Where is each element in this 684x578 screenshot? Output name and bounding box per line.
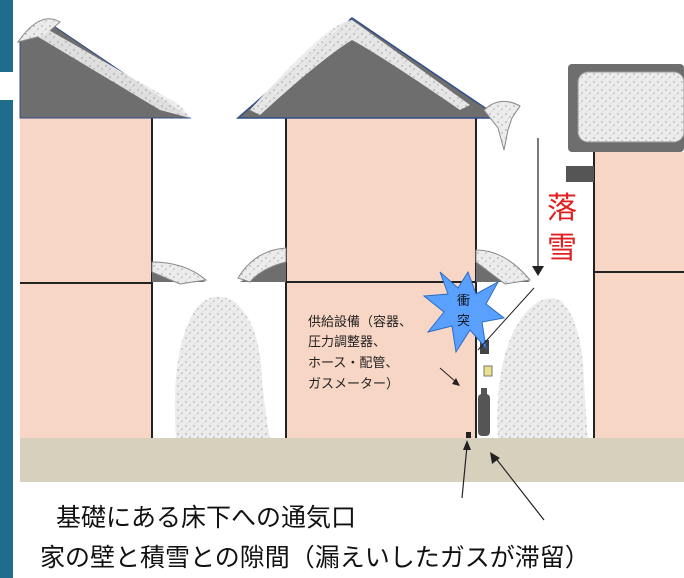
snow-pile-right — [497, 298, 588, 438]
floor-vent — [466, 432, 471, 438]
gap-caption: 家の壁と積雪との隙間（漏えいしたガスが滞留） — [40, 543, 590, 572]
gap-pointer — [490, 452, 545, 521]
middle-house — [236, 17, 531, 438]
left-house — [16, 18, 208, 438]
equipment-note-3: ホース・配管、 — [308, 356, 398, 371]
impact-label-1: 衝 — [457, 294, 470, 309]
impact-burst — [422, 270, 506, 354]
gas-cylinder — [478, 394, 490, 436]
vent-pointer — [461, 440, 471, 499]
right-building — [566, 64, 684, 438]
equipment-note-1: 供給設備（容器、 — [308, 314, 412, 330]
falling-snow-label-1: 落 — [547, 191, 577, 226]
snow-pile-left — [174, 296, 270, 438]
pressure-regulator — [483, 365, 493, 377]
falling-snow-arrow — [532, 138, 544, 276]
equipment-note-2: 圧力調整器、 — [308, 335, 386, 350]
impact-label-2: 突 — [457, 313, 470, 329]
frame-bar-top — [0, 0, 13, 72]
falling-snow-label-2: 雪 — [547, 231, 577, 266]
frame-bar-bottom — [0, 100, 13, 578]
vent-caption: 基礎にある床下への通気口 — [56, 503, 356, 532]
ground — [20, 438, 684, 482]
equipment-pointer — [439, 367, 460, 386]
equipment-note-4: ガスメーター） — [308, 377, 399, 392]
impact-pointer — [477, 287, 535, 351]
